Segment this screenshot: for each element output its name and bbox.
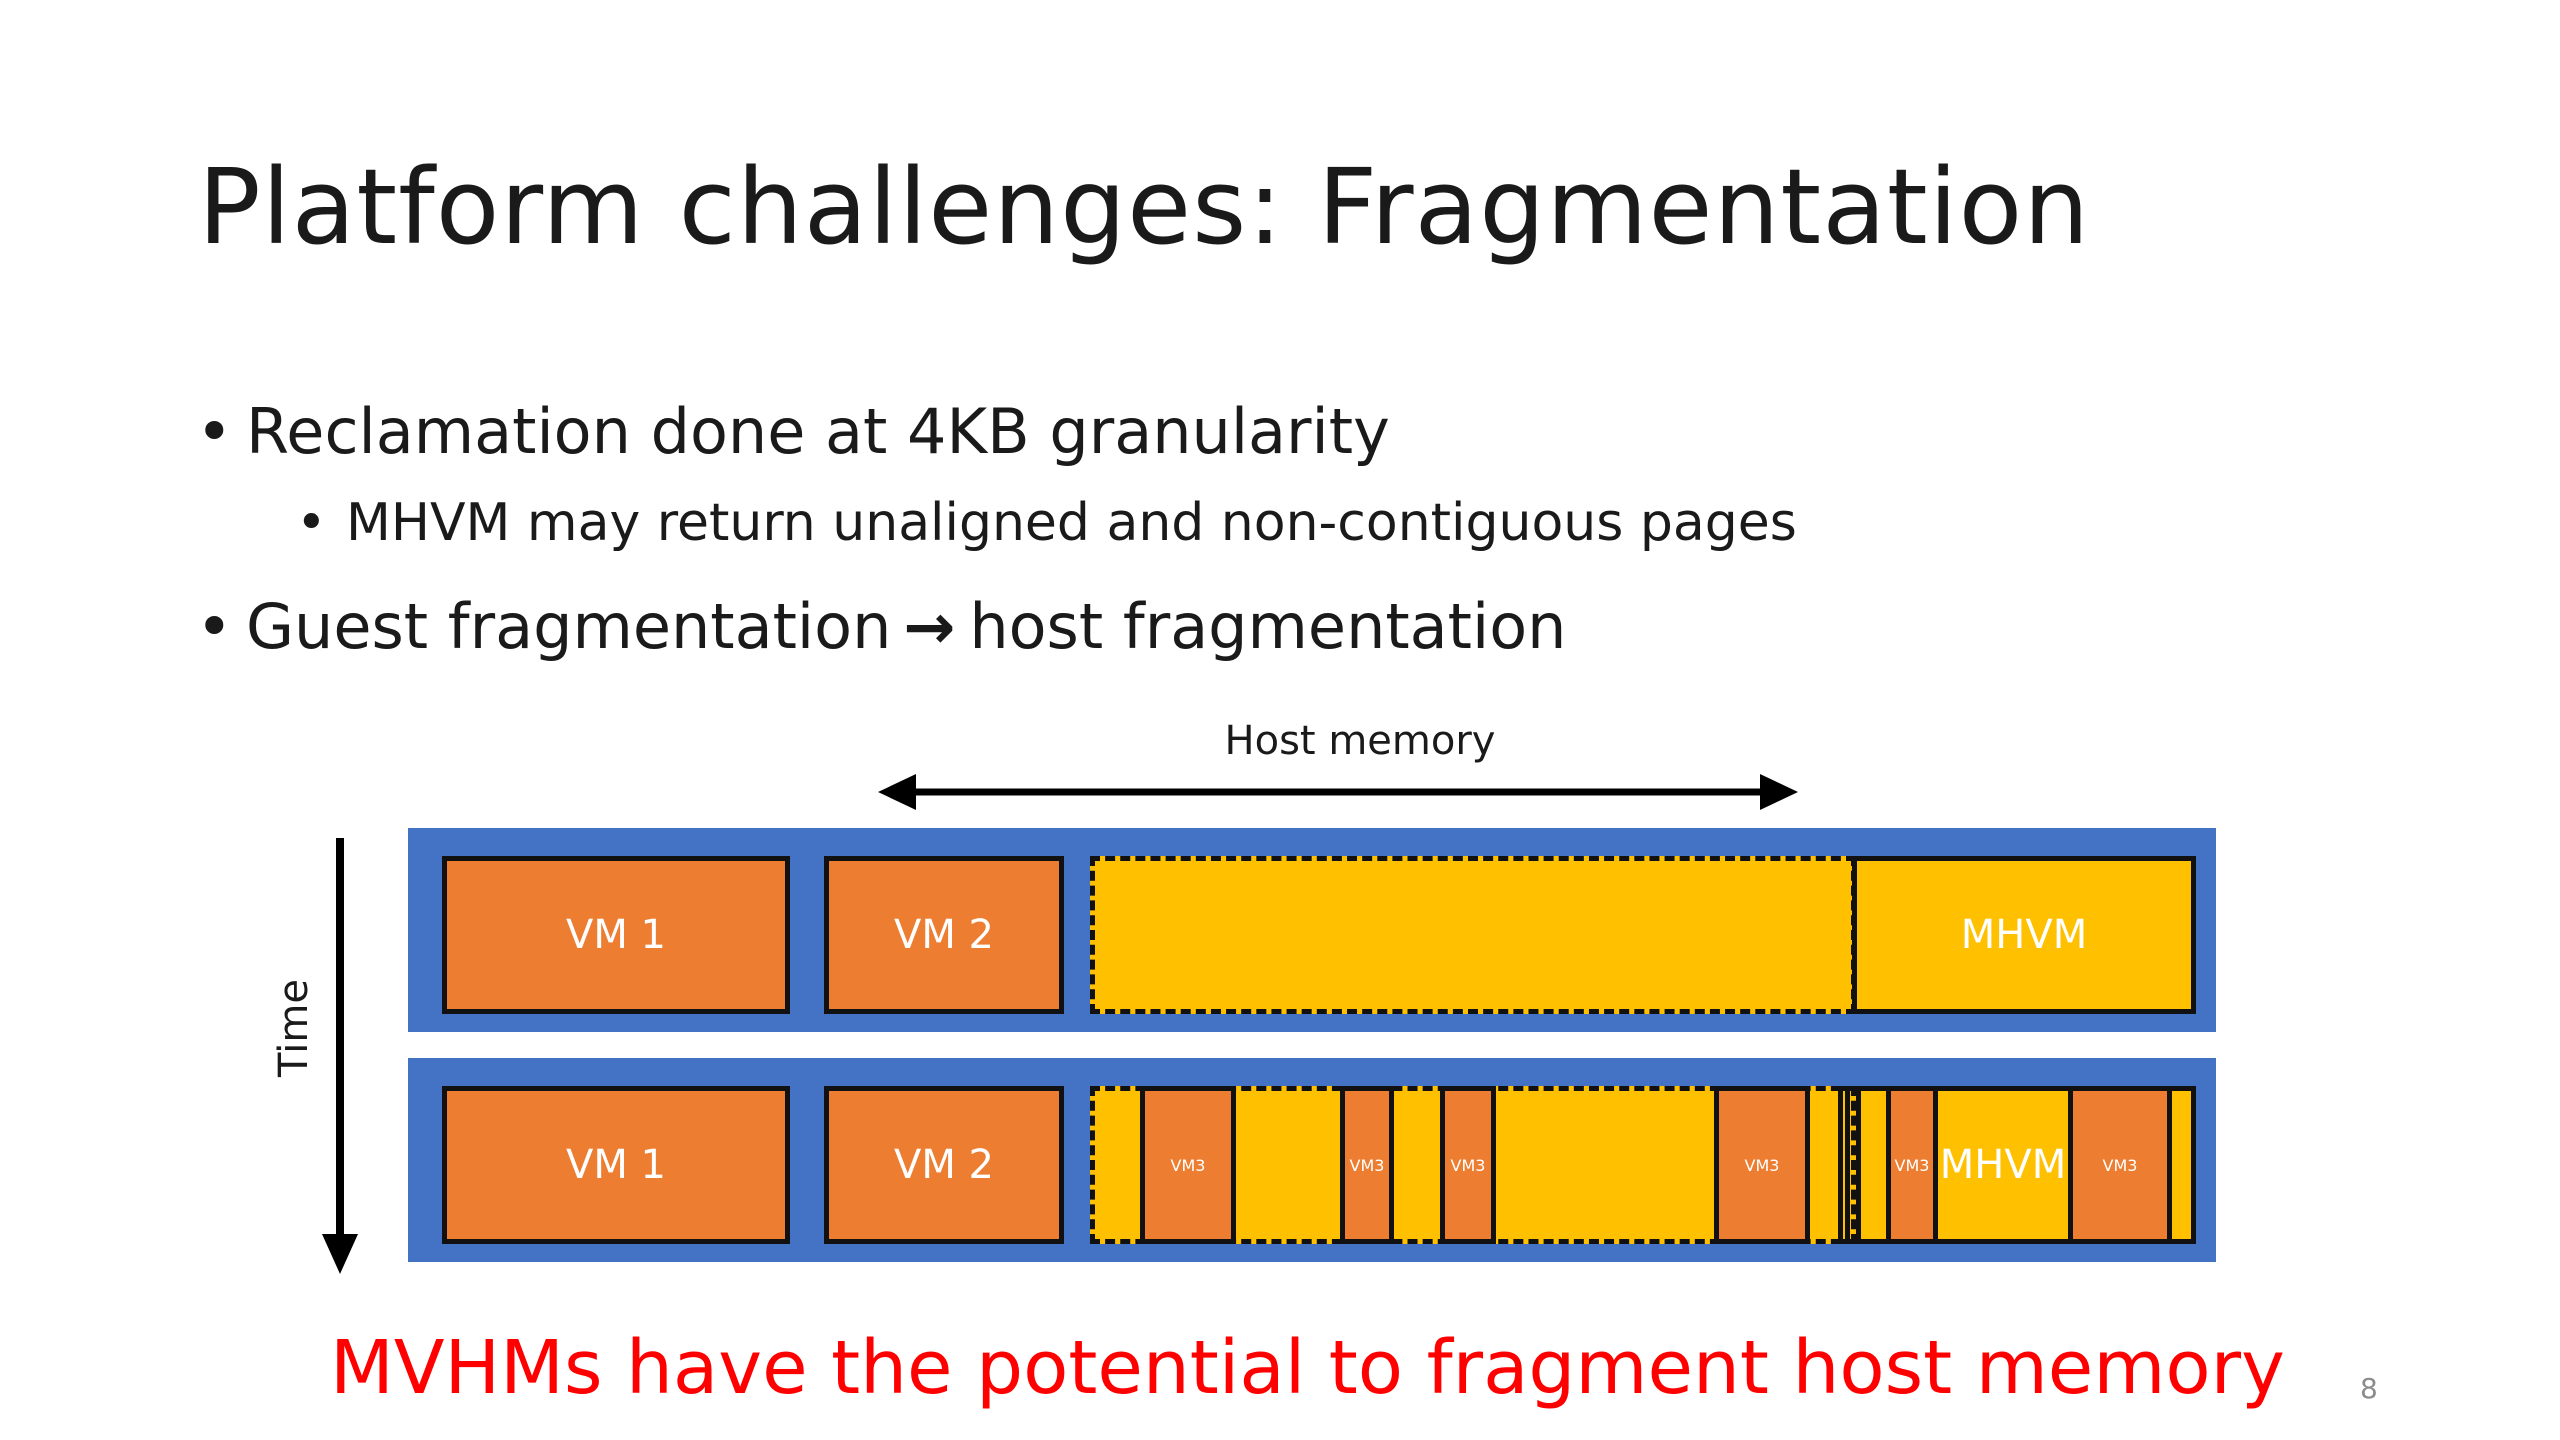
vm3-fragment: VM3 [1886,1086,1938,1244]
vm1-block: VM 1 [442,856,790,1014]
host-memory-label: Host memory [1224,718,1496,764]
vm2-block: VM 2 [824,1086,1064,1244]
memory-row-after: VM 1 VM 2 VM3 VM3 VM3 VM3 VM3 MHVM VM3 [408,1058,2216,1262]
bullet-dot: • [196,395,233,468]
vm2-block: VM 2 [824,856,1064,1014]
free-region-dashed [1090,856,1856,1014]
bullet-text-after: host fragmentation [969,590,1567,663]
vm3-fragment: VM3 [1714,1086,1810,1244]
bullet-text: Reclamation done at 4KB granularity [246,395,1390,468]
page-number: 8 [2360,1372,2378,1405]
mhvm-label: MHVM [1938,1086,2068,1244]
down-arrow-icon [322,838,358,1274]
memory-row-before: VM 1 VM 2 MHVM [408,828,2216,1032]
mhvm-block: MHVM [1852,856,2196,1014]
bullet-dot: • [196,590,233,663]
bullet-dot: • [296,493,327,553]
time-label: Time [271,979,317,1077]
bullet-text-before: Guest fragmentation [246,590,892,663]
right-arrow-icon: → [903,590,956,663]
gap-marker [1838,1086,1850,1244]
bullet-guest-host-fragmentation: •Guest fragmentation→host fragmentation [196,590,1566,663]
double-arrow-icon [878,774,1798,810]
slide-title: Platform challenges: Fragmentation [198,146,2091,268]
bullet-reclamation: •Reclamation done at 4KB granularity [196,395,1390,468]
vm3-fragment: VM3 [1440,1086,1496,1244]
vm3-fragment: VM3 [1340,1086,1394,1244]
conclusion-text: MVHMs have the potential to fragment hos… [330,1325,2285,1411]
sub-bullet-mhvm-pages: • MHVM may return unaligned and non-conti… [296,493,1797,553]
sub-bullet-text: MHVM may return unaligned and non-contig… [346,493,1797,553]
vm3-fragment: VM3 [1140,1086,1236,1244]
vm3-fragment: VM3 [2068,1086,2172,1244]
vm1-block: VM 1 [442,1086,790,1244]
